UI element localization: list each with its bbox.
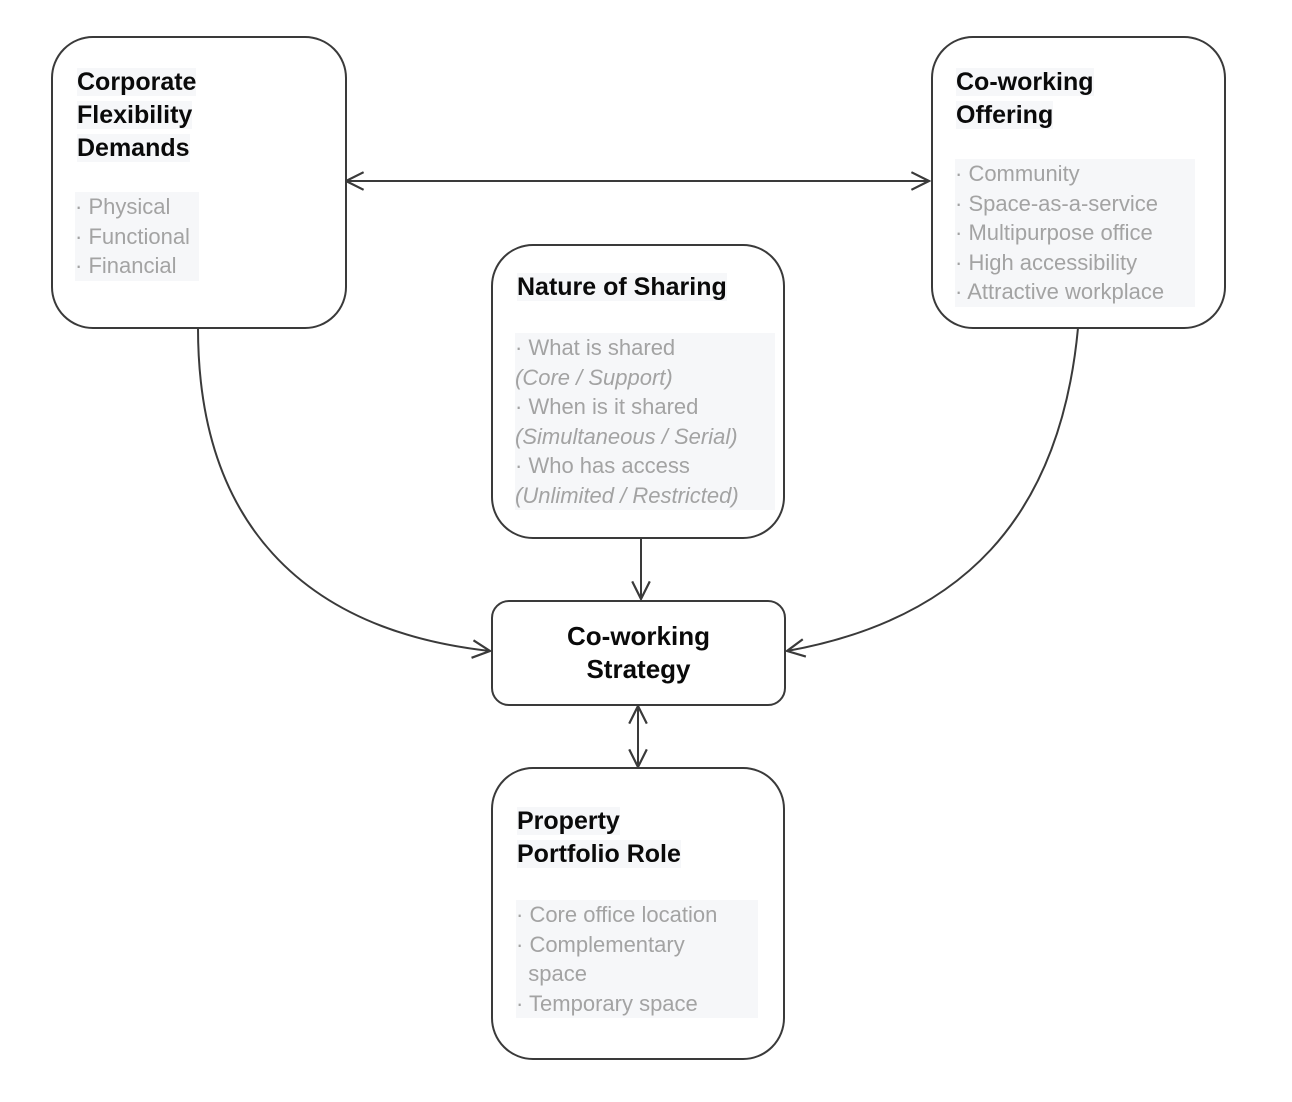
node-items: · Physical · Functional · Financial — [75, 192, 199, 281]
edge-offering-strategy — [787, 327, 1079, 651]
title-line: Flexibility — [77, 101, 193, 129]
title-line: Property — [517, 807, 620, 835]
title-line: Offering — [956, 101, 1054, 129]
edge-corporate-strategy — [197, 327, 490, 651]
title-line: Demands — [77, 134, 190, 162]
list-item: · Space-as-a-service — [955, 190, 1158, 216]
list-item-detail: (Simultaneous / Serial) — [515, 423, 738, 449]
node-title: Co-working Offering — [956, 66, 1094, 132]
node-items: · What is shared (Core / Support) · When… — [515, 333, 775, 510]
title-line: Co-working — [956, 68, 1094, 96]
node-coworking-offering: Co-working Offering · Community · Space-… — [931, 36, 1226, 329]
node-title: Property Portfolio Role — [517, 805, 681, 871]
node-title: Co-working Strategy — [493, 620, 784, 686]
list-item: · When is it shared — [515, 394, 699, 419]
node-corporate-flexibility-demands: Corporate Flexibility Demands · Physical… — [51, 36, 347, 329]
title-line: Strategy — [586, 654, 691, 684]
node-nature-of-sharing: Nature of Sharing · What is shared (Core… — [491, 244, 785, 539]
node-coworking-strategy: Co-working Strategy — [491, 600, 786, 706]
list-item: · Core office location — [516, 902, 718, 927]
list-item: · Physical — [75, 194, 171, 219]
list-item: · Attractive workplace — [955, 279, 1165, 304]
node-title: Nature of Sharing — [517, 271, 727, 304]
title-line: Co-working — [567, 621, 710, 651]
node-property-portfolio-role: Property Portfolio Role · Core office lo… — [491, 767, 785, 1060]
list-item: · High accessibility — [955, 249, 1138, 275]
list-item-detail: (Core / Support) — [515, 364, 673, 390]
node-items: · Core office location · Complementary s… — [516, 900, 758, 1018]
title-line: Corporate — [77, 68, 197, 96]
list-item: · Complementary — [516, 931, 685, 957]
list-item: · What is shared — [515, 335, 676, 360]
title-line: Portfolio Role — [517, 840, 681, 868]
title-line: Nature of Sharing — [517, 273, 727, 301]
node-title: Corporate Flexibility Demands — [77, 66, 197, 165]
list-item-detail: (Unlimited / Restricted) — [515, 482, 739, 508]
list-item: space — [516, 961, 587, 986]
list-item: · Who has access — [515, 453, 690, 478]
node-items: · Community · Space-as-a-service · Multi… — [955, 159, 1195, 307]
list-item: · Temporary space — [516, 990, 698, 1016]
list-item: · Financial — [75, 253, 177, 278]
list-item: · Multipurpose office — [955, 220, 1153, 245]
list-item: · Community — [955, 161, 1080, 186]
list-item: · Functional — [75, 223, 190, 249]
